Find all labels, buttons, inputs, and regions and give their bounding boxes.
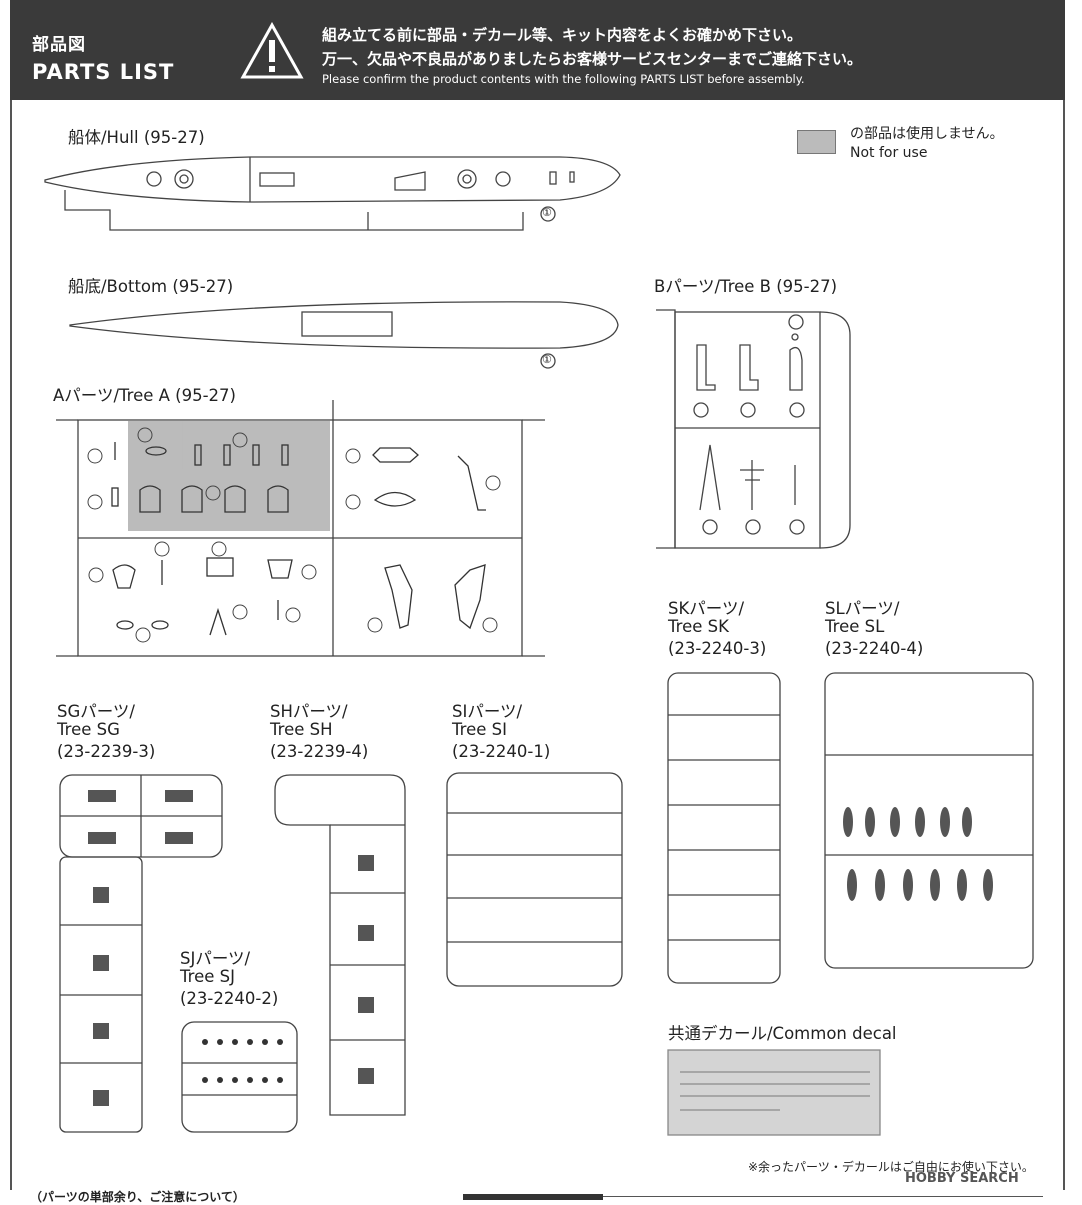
label-tree-sg: SGパーツ/ — [57, 702, 135, 721]
label-tree-si-name: Tree SI — [452, 720, 507, 739]
tree-si-runner — [446, 772, 623, 987]
label-tree-sh: SHパーツ/ — [270, 702, 348, 721]
footer-bar — [463, 1194, 603, 1200]
label-hull: 船体/Hull (95-27) — [68, 128, 205, 147]
legend-en: Not for use — [850, 145, 928, 161]
bottom-part-number — [540, 353, 556, 369]
tree-sk-runner — [667, 672, 781, 984]
tree-sj-runner — [181, 1021, 298, 1133]
title-en: PARTS LIST — [32, 60, 175, 84]
footer-note: ※余ったパーツ・デカールはご自由にお使い下さい。 — [748, 1160, 1034, 1174]
label-tree-sj-code: (23-2240-2) — [180, 989, 279, 1008]
watermark-hobby-search: HOBBY SEARCH — [905, 1171, 1019, 1186]
tree-b-runner — [656, 309, 851, 549]
label-tree-sj-name: Tree SJ — [180, 967, 235, 986]
notice-line-3: Please confirm the product contents with… — [322, 72, 805, 86]
notice-line-1: 組み立てる前に部品・デカール等、キット内容をよくお確かめ下さい。 — [322, 26, 803, 44]
tree-a-unused-area — [128, 421, 330, 531]
title-jp: 部品図 — [32, 35, 86, 55]
tree-sh-runner — [274, 774, 406, 1116]
common-decal-sheet — [667, 1049, 881, 1136]
hull-part-number — [540, 206, 556, 222]
header-bar: 部品図 PARTS LIST 組み立てる前に部品・デカール等、キット内容をよくお… — [10, 0, 1065, 100]
label-tree-sl: SLパーツ/ — [825, 599, 900, 618]
footer-line — [603, 1196, 1043, 1197]
bottom-part — [69, 301, 619, 349]
footer-cut-text: （パーツの単部余り、ご注意について） — [30, 1190, 245, 1204]
label-tree-si-code: (23-2240-1) — [452, 742, 551, 761]
label-tree-sk-code: (23-2240-3) — [668, 639, 767, 658]
tree-a-runner — [56, 400, 545, 657]
label-tree-si: SIパーツ/ — [452, 702, 523, 721]
tree-sl-runner — [824, 672, 1034, 969]
label-tree-a: Aパーツ/Tree A (95-27) — [53, 386, 236, 405]
label-tree-b: Bパーツ/Tree B (95-27) — [654, 277, 838, 296]
hull-number: ① — [542, 206, 552, 219]
page-frame — [10, 100, 1065, 1190]
notice-line-2: 万一、欠品や不良品がありましたらお客様サービスセンターまでご連絡下さい。 — [322, 50, 863, 68]
bottom-number: ① — [542, 353, 552, 366]
label-bottom: 船底/Bottom (95-27) — [68, 277, 234, 296]
not-for-use-swatch — [797, 130, 836, 154]
label-tree-sh-name: Tree SH — [270, 720, 333, 739]
tree-sg-runner — [59, 774, 223, 1133]
label-tree-sl-code: (23-2240-4) — [825, 639, 924, 658]
label-tree-sk-name: Tree SK — [668, 617, 729, 636]
label-decal: 共通デカール/Common decal — [668, 1024, 897, 1043]
legend-jp: の部品は使用しません。 — [850, 126, 1004, 142]
label-tree-sh-code: (23-2239-4) — [270, 742, 369, 761]
label-tree-sl-name: Tree SL — [825, 617, 885, 636]
label-tree-sj: SJパーツ/ — [180, 949, 251, 968]
label-tree-sk: SKパーツ/ — [668, 599, 745, 618]
label-tree-sg-code: (23-2239-3) — [57, 742, 156, 761]
warning-icon — [240, 22, 304, 79]
hull-part — [44, 156, 621, 231]
label-tree-sg-name: Tree SG — [57, 720, 120, 739]
